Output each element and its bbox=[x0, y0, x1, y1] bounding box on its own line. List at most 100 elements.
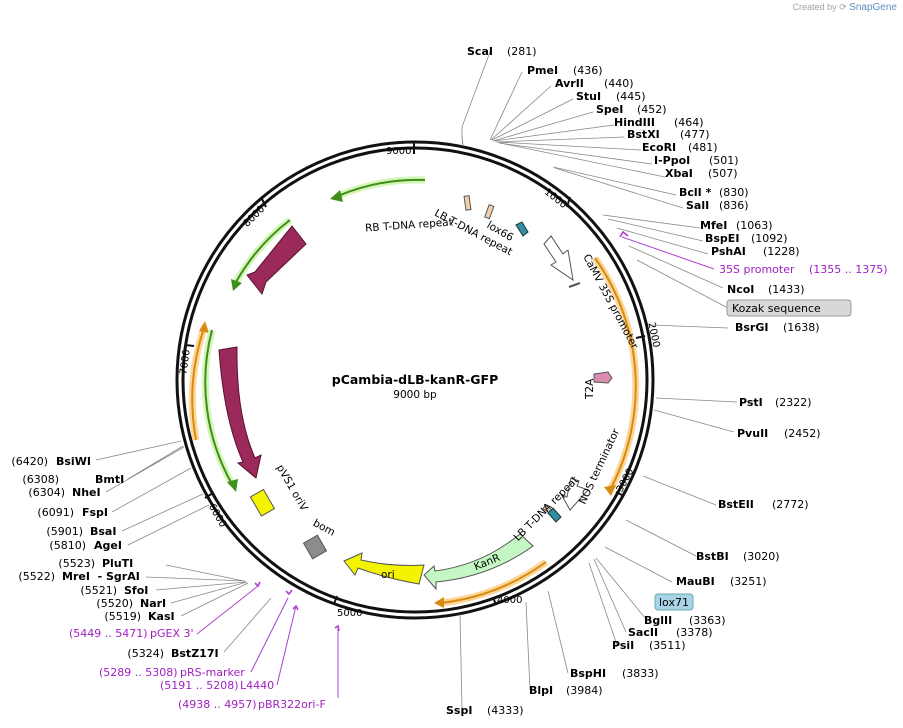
lox66-arrow bbox=[515, 221, 529, 237]
enzyme-pos: (445) bbox=[616, 90, 646, 103]
enzyme-pos: (2322) bbox=[775, 396, 812, 409]
enzyme-name: SpeI bbox=[596, 103, 623, 116]
tick-label-2000: 2000 bbox=[645, 321, 661, 348]
enzyme-name: EcoRI bbox=[642, 141, 676, 154]
enzyme-pos: (481) bbox=[688, 141, 718, 154]
enzyme-name: PluTI bbox=[102, 557, 133, 570]
enzyme-name: NarI bbox=[140, 597, 166, 610]
green-arrowhead bbox=[227, 479, 238, 492]
enzyme-name: PmeI bbox=[527, 64, 558, 77]
enzyme-pos: (1092) bbox=[751, 232, 788, 245]
lox71-arrow bbox=[547, 507, 562, 523]
enzyme-name: SfoI bbox=[124, 584, 148, 597]
camv35s-marker bbox=[568, 282, 581, 288]
enzyme-name: StuI bbox=[576, 90, 601, 103]
enzyme-name: BmtI bbox=[95, 473, 124, 486]
kozak-sequence-box bbox=[726, 299, 852, 317]
enzyme-pos: (464) bbox=[674, 116, 704, 129]
enzyme-name: BlpI bbox=[529, 684, 553, 697]
pvs1-repa-arrow bbox=[218, 346, 262, 479]
enzyme-pos: (501) bbox=[709, 154, 739, 167]
enzyme-pos: (3984) bbox=[566, 684, 603, 697]
enzyme-name: BstBI bbox=[696, 550, 729, 563]
enzyme-pos: (436) bbox=[573, 64, 603, 77]
tick-label-6000: 6000 bbox=[206, 502, 228, 530]
primer-range: (5289 .. 5308) bbox=[99, 666, 178, 679]
bom-label: bom bbox=[311, 517, 337, 539]
orange-feature-arcs bbox=[188, 255, 640, 608]
nos-terminator-arrow bbox=[559, 477, 589, 511]
orange-arrowhead bbox=[604, 485, 616, 496]
ori-label: ori bbox=[381, 569, 395, 581]
enzyme-name: SalI bbox=[686, 199, 709, 212]
enzyme-pos: (3378) bbox=[676, 626, 713, 639]
green-arc-top bbox=[337, 178, 426, 197]
tick-label-7000: 7000 bbox=[178, 349, 192, 376]
primer-name: L4440 bbox=[240, 679, 274, 692]
green-arrowhead bbox=[231, 279, 242, 291]
enzyme-name: BglII bbox=[644, 614, 672, 627]
primer-markers bbox=[254, 230, 629, 632]
camv35s-arrow bbox=[543, 235, 574, 282]
enzyme-pos: (1433) bbox=[768, 283, 805, 296]
enzyme-pos: (5521) bbox=[80, 584, 117, 597]
primer-name: pRS-marker bbox=[180, 666, 245, 679]
tick-mark bbox=[492, 596, 497, 606]
primer-range: (4938 .. 4957) bbox=[178, 698, 257, 711]
green-arc-left-lower bbox=[204, 329, 233, 485]
enzyme-pos: (836) bbox=[719, 199, 749, 212]
enzyme-name: KasI bbox=[148, 610, 175, 623]
enzyme-name: PstI bbox=[739, 396, 763, 409]
enzyme-pos: (5523) bbox=[58, 557, 95, 570]
enzyme-pos: (5520) bbox=[96, 597, 133, 610]
enzyme-name: BstXI bbox=[627, 128, 660, 141]
t2a-label: T2A bbox=[584, 378, 596, 400]
enzyme-pos: (1063) bbox=[736, 219, 773, 232]
enzyme-name: XbaI bbox=[665, 167, 693, 180]
primer-name: 35S promoter bbox=[719, 263, 795, 276]
primer-range: (1355 .. 1375) bbox=[809, 263, 888, 276]
enzyme-connectors-left bbox=[95, 440, 272, 653]
enzyme-name: BstZ17I bbox=[171, 647, 219, 660]
green-arrowhead bbox=[330, 190, 343, 202]
enzyme-name: BspEI bbox=[705, 232, 739, 245]
lox71-box bbox=[654, 593, 694, 611]
ori-arrow bbox=[343, 552, 425, 585]
tick-mark bbox=[615, 491, 625, 497]
enzyme-pos: (5901) bbox=[46, 525, 83, 538]
lb-tdna-repeat-box-top bbox=[484, 204, 495, 220]
enzyme-pos: (2452) bbox=[784, 427, 821, 440]
enzyme-name: I-PpoI bbox=[654, 154, 690, 167]
enzyme-name: BsaI bbox=[90, 525, 116, 538]
orange-arc-left bbox=[191, 327, 205, 441]
kanr-arrow bbox=[423, 533, 534, 591]
t2a-marker bbox=[593, 371, 613, 384]
enzyme-name: MfeI bbox=[700, 219, 727, 232]
enzyme-name: PsiI bbox=[612, 639, 634, 652]
camv35s-label: CaMV 35S promoter bbox=[580, 252, 640, 351]
primer-name: pBR322ori-F bbox=[258, 698, 326, 711]
enzyme-labels-right: ScaI (281) PmeI (436) AvrII (440) StuI (… bbox=[446, 45, 821, 717]
tick-mark bbox=[261, 198, 267, 208]
enzyme-pos: (6420) bbox=[11, 455, 48, 468]
orange-arc-right bbox=[594, 257, 637, 491]
enzyme-pos: (281) bbox=[507, 45, 537, 58]
pvs1-staa-arrow bbox=[246, 225, 307, 296]
tick-mark bbox=[333, 595, 338, 605]
orange-arrowhead bbox=[434, 597, 444, 608]
tick-mark bbox=[566, 196, 571, 208]
enzyme-pos: (830) bbox=[719, 186, 749, 199]
orange-arc-bottom bbox=[440, 561, 547, 604]
enzyme-connectors bbox=[459, 51, 738, 711]
enzyme-name: BclI * bbox=[679, 186, 712, 199]
primer-range: (5449 .. 5471) bbox=[69, 627, 148, 640]
plasmid-name: pCambia-dLB-kanR-GFP bbox=[332, 372, 499, 387]
tick-mark bbox=[184, 344, 195, 347]
enzyme-name: BsrGI bbox=[735, 321, 768, 334]
enzyme-pos: (3020) bbox=[743, 550, 780, 563]
enzyme-name: PshAI bbox=[711, 245, 746, 258]
tick-label-5000: 5000 bbox=[337, 608, 362, 619]
enzyme-pos: (3363) bbox=[689, 614, 726, 627]
enzyme-pos: (5519) bbox=[104, 610, 141, 623]
